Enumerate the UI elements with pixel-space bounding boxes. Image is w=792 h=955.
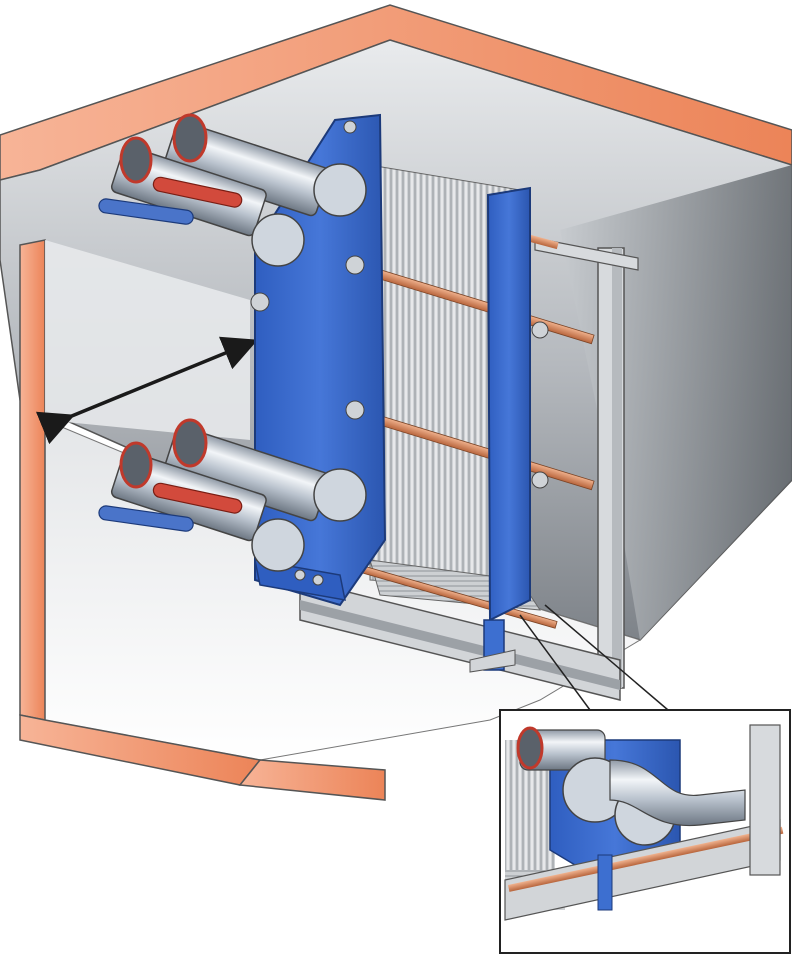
- valve-handle-blue: [98, 198, 194, 225]
- left-wall-edge: [19, 239, 46, 721]
- guide-bar: [299, 579, 621, 701]
- upper-connections: [98, 113, 367, 267]
- clearance-arrow: [35, 336, 258, 445]
- valve-handle-red: [152, 482, 243, 514]
- pressure-plate: [469, 186, 549, 673]
- valve-handle-blue: [98, 505, 194, 532]
- floor-edge-right: [238, 759, 386, 801]
- lower-connections: [98, 418, 367, 572]
- callout-lines: [519, 604, 669, 711]
- detail-inset: [499, 709, 791, 954]
- valve-handle-red: [152, 176, 243, 208]
